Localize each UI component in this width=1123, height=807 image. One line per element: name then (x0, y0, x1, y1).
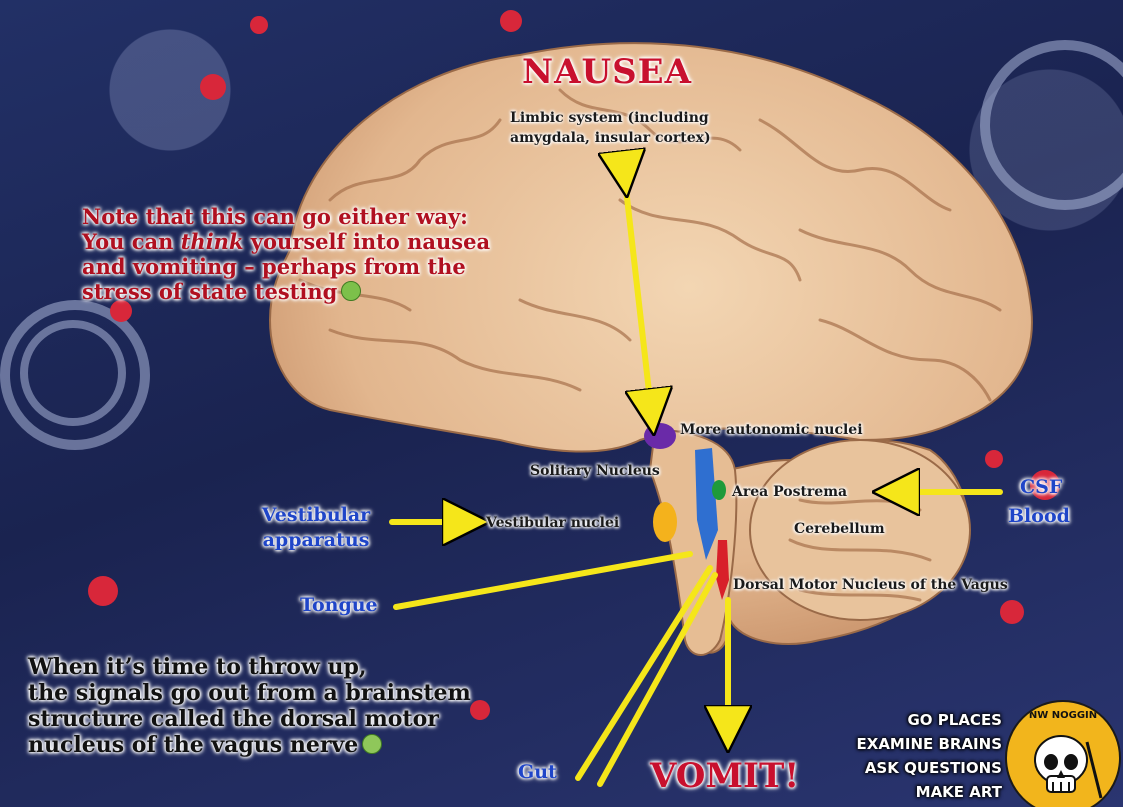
solitary-nucleus-label: Solitary Nucleus (530, 463, 660, 479)
vestibular-nuclei-mark (653, 502, 677, 542)
bottom-line-4: nucleus of the vagus nerve (28, 732, 568, 758)
skull-icon (1007, 702, 1119, 807)
note-paragraph: Note that this can go either way: You ca… (82, 204, 602, 304)
vestibular-apparatus-label: Vestibular apparatus (246, 503, 386, 553)
tongue-label: Tongue (300, 594, 378, 616)
area-postrema-mark (712, 480, 726, 500)
bottom-line-3: structure called the dorsal motor (28, 706, 568, 732)
vomit-label: VOMIT! (650, 756, 799, 796)
arrow-tongue (396, 554, 690, 607)
motto-badge: GO PLACES EXAMINE BRAINS ASK QUESTIONS M… (832, 708, 1002, 804)
more-autonomic-label: More autonomic nuclei (680, 422, 863, 438)
bottom-line-1: When it’s time to throw up, (28, 654, 568, 680)
purple-nuclei-mark (644, 423, 676, 449)
arrow-gut-2 (600, 575, 715, 784)
motto-line-3: ASK QUESTIONS (832, 756, 1002, 780)
csf-label: CSF (1020, 476, 1062, 498)
bottom-paragraph: When it’s time to throw up, the signals … (28, 654, 568, 758)
dmv-label: Dorsal Motor Nucleus of the Vagus (733, 577, 1008, 593)
nw-noggin-logo: NW NOGGIN (1005, 700, 1121, 807)
bottom-line-2: the signals go out from a brainstem (28, 680, 568, 706)
note-line-3: and vomiting – perhaps from the (82, 254, 602, 279)
nauseated-face-icon (341, 281, 361, 301)
nausea-title: NAUSEA (522, 52, 692, 92)
motto-line-2: EXAMINE BRAINS (832, 732, 1002, 756)
limbic-label: Limbic system (including amygdala, insul… (510, 108, 760, 148)
motto-line-1: GO PLACES (832, 708, 1002, 732)
note-emphasis: think (181, 229, 244, 254)
arrow-gut (578, 568, 710, 778)
note-line-4: stress of state testing (82, 279, 602, 304)
motto-line-4: MAKE ART (832, 780, 1002, 804)
gut-label: Gut (518, 761, 557, 783)
vestibular-nuclei-label: Vestibular nuclei (486, 515, 619, 531)
blood-label: Blood (1008, 505, 1070, 527)
note-line-2: You can think yourself into nausea (82, 229, 602, 254)
vomiting-face-icon (362, 734, 382, 754)
cerebellum-label: Cerebellum (794, 521, 885, 537)
area-postrema-label: Area Postrema (732, 484, 847, 500)
note-line-1: Note that this can go either way: (82, 204, 602, 229)
